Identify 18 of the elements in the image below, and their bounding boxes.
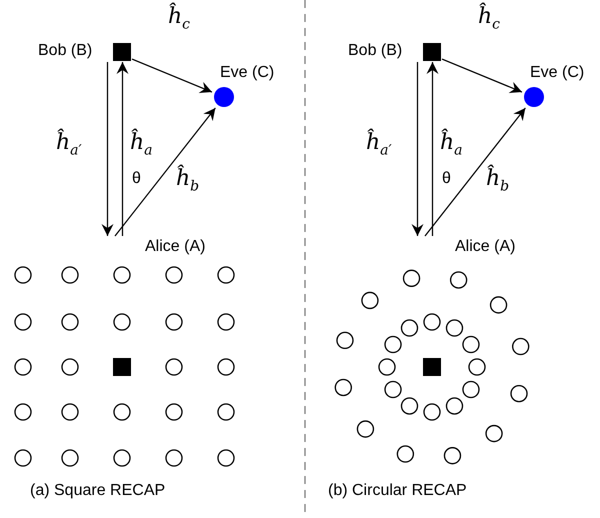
node-label: Alice (A) <box>455 238 516 256</box>
arrow <box>116 62 128 236</box>
angle-label: θ <box>442 170 451 188</box>
arrow <box>442 58 522 94</box>
arrow <box>132 58 212 94</box>
node-label: Bob (B) <box>348 42 402 60</box>
angle-label: θ <box>132 170 141 188</box>
node-label: Eve (C) <box>530 64 584 82</box>
arrow <box>114 108 216 236</box>
node-label: Alice (A) <box>145 238 206 256</box>
arrow <box>426 62 438 236</box>
arrow <box>412 62 424 236</box>
node-label: Bob (B) <box>38 42 92 60</box>
caption: (a) Square RECAP <box>30 482 166 500</box>
node-label: Eve (C) <box>220 64 274 82</box>
arrow <box>424 108 526 236</box>
arrow <box>102 62 114 236</box>
caption: (b) Circular RECAP <box>328 482 467 500</box>
